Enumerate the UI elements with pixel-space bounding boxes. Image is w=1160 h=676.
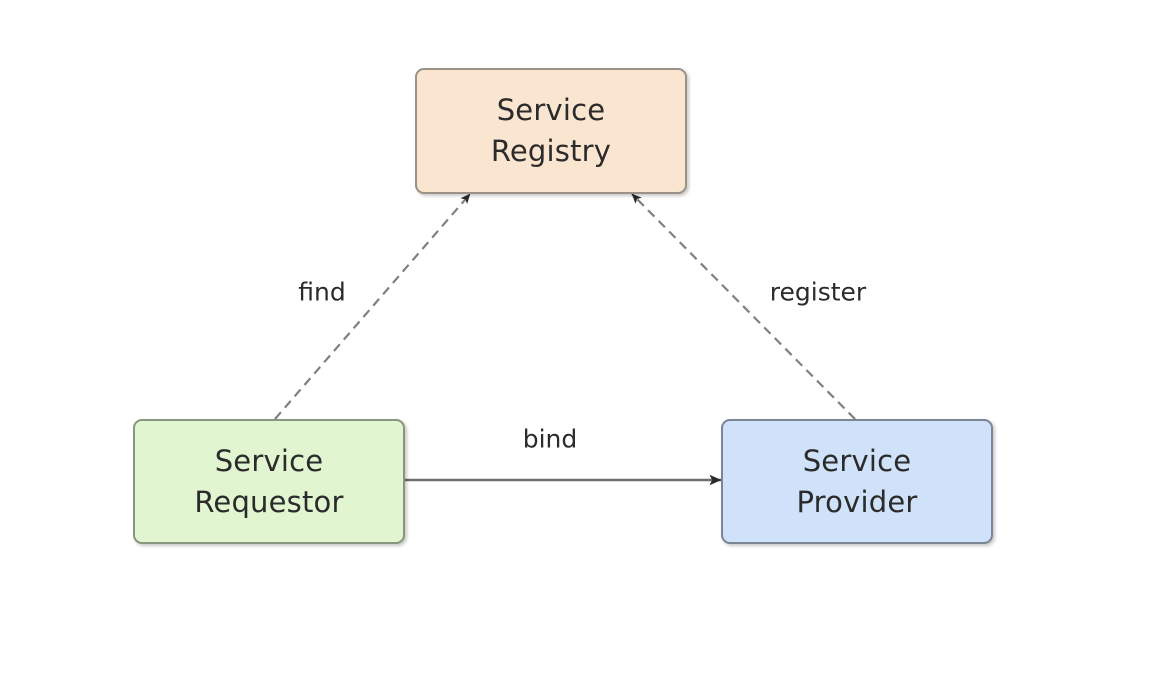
node-service-registry-line-2: Registry	[490, 134, 612, 168]
node-service-provider-line-2: Provider	[796, 484, 918, 519]
node-service-registry[interactable]: Service Registry	[415, 68, 687, 194]
node-service-provider[interactable]: Service Provider	[721, 419, 993, 544]
node-service-requestor[interactable]: Service Requestor	[133, 419, 405, 544]
edge-label-register: register	[764, 276, 872, 308]
edge-label-find: find	[293, 276, 351, 308]
node-service-registry-line-1: Service	[496, 93, 606, 127]
edge-label-bind: bind	[517, 423, 583, 455]
node-service-requestor-line-1: Service	[214, 443, 324, 478]
node-service-provider-line-1: Service	[802, 443, 912, 478]
node-service-requestor-line-2: Requestor	[194, 484, 344, 519]
